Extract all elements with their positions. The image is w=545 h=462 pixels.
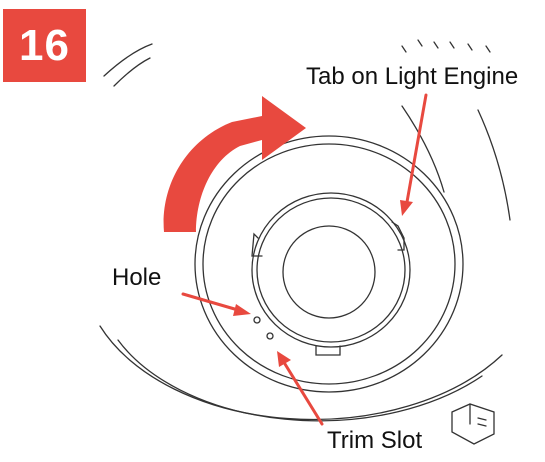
hole-callout-arrow xyxy=(181,292,240,312)
bottom-tab xyxy=(315,345,341,356)
step-number: 16 xyxy=(19,20,70,70)
tab-callout-arrowhead xyxy=(400,200,413,216)
outer-trim-arc-top-2 xyxy=(113,57,151,87)
outer-trim-arc-inner xyxy=(117,339,483,422)
trim-slot-callout-label: Trim Slot xyxy=(327,427,423,454)
mid-ring-inner xyxy=(202,143,456,385)
trim-slot xyxy=(266,332,274,340)
right-tab xyxy=(391,221,405,251)
trim-slot-callout-arrow xyxy=(283,362,324,426)
step-badge: 16 xyxy=(3,9,86,82)
rotation-arrow xyxy=(163,96,306,232)
tab-callout-label: Tab on Light Engine xyxy=(306,63,519,90)
hole-callout-label: Hole xyxy=(112,264,162,291)
lens xyxy=(282,225,376,319)
outer-trim-arc-top xyxy=(103,43,153,77)
bracket xyxy=(451,403,495,445)
hole xyxy=(253,316,261,324)
hole-callout-arrowhead xyxy=(233,304,251,316)
outer-trim-arc xyxy=(99,325,503,421)
light-engine-ring xyxy=(251,192,411,348)
left-tab xyxy=(251,232,263,257)
outer-trim-arc-right xyxy=(401,105,445,193)
light-engine-ring-inner xyxy=(256,197,406,343)
tab-callout-arrow xyxy=(405,93,428,204)
mid-ring xyxy=(194,135,464,393)
surface-marks xyxy=(401,39,491,53)
trim-slot-callout-arrowhead xyxy=(277,351,291,367)
bracket-detail xyxy=(469,403,487,427)
outer-trim-arc-right-2 xyxy=(477,109,511,221)
